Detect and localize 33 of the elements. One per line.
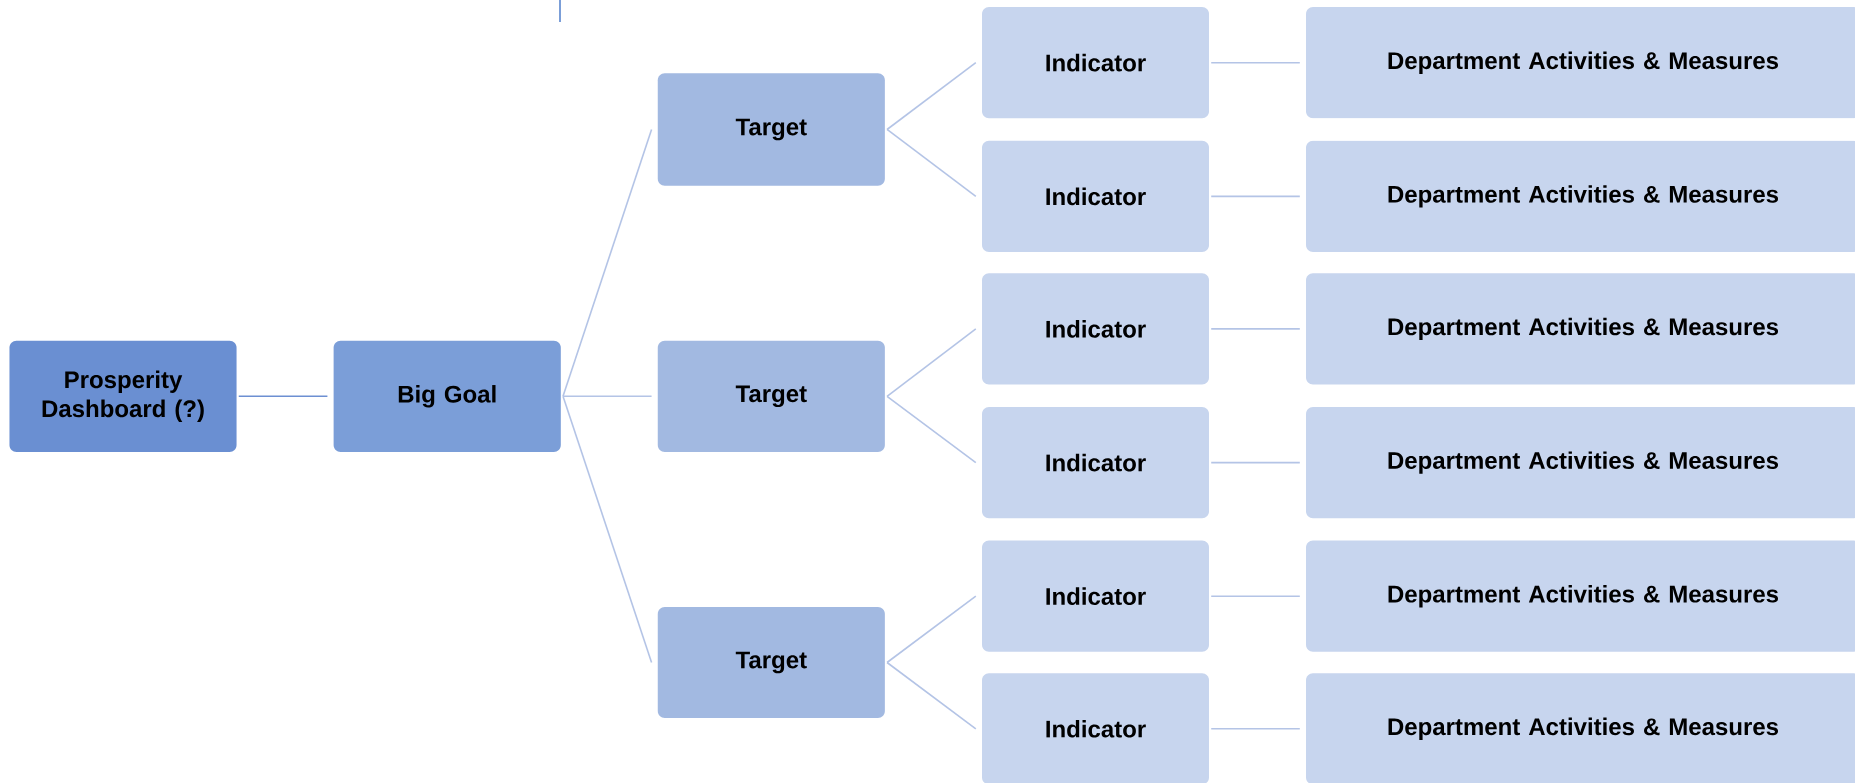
connector-line xyxy=(562,395,653,398)
connector-line xyxy=(1210,728,1301,730)
connector-line xyxy=(886,61,977,131)
connector-line xyxy=(1210,595,1301,597)
dashboard-box: Prosperity Dashboard (?) xyxy=(9,340,237,452)
goal-box: Big Goal xyxy=(333,340,561,452)
indicator-box: Indicator xyxy=(982,140,1209,252)
indicator-box: Indicator xyxy=(982,540,1209,652)
activity-box: Department Activities & Measures xyxy=(1306,7,1855,119)
connector-line xyxy=(1210,328,1301,330)
indicator-box: Indicator xyxy=(982,673,1209,783)
target-box: Target xyxy=(657,73,885,186)
connector-line xyxy=(1210,195,1301,198)
target-box: Target xyxy=(657,606,885,719)
activity-box: Department Activities & Measures xyxy=(1306,673,1855,783)
activity-box: Department Activities & Measures xyxy=(1306,540,1855,652)
connector-line xyxy=(886,395,977,464)
connector-line xyxy=(1210,461,1301,464)
indicator-box: Indicator xyxy=(982,7,1209,119)
indicator-box: Indicator xyxy=(982,407,1209,519)
connector-line xyxy=(237,395,329,398)
activity-box: Department Activities & Measures xyxy=(1306,407,1855,519)
activity-box: Department Activities & Measures xyxy=(1306,273,1855,385)
indicator-box: Indicator xyxy=(982,273,1209,385)
connector-line xyxy=(886,595,977,664)
connector-line xyxy=(1210,61,1301,64)
target-box: Target xyxy=(657,340,885,452)
connector-line xyxy=(562,395,653,664)
connector-line xyxy=(562,128,653,398)
connector-line xyxy=(886,328,977,398)
connector-line xyxy=(886,661,977,730)
connector-line xyxy=(886,128,977,198)
activity-box: Department Activities & Measures xyxy=(1306,140,1855,252)
